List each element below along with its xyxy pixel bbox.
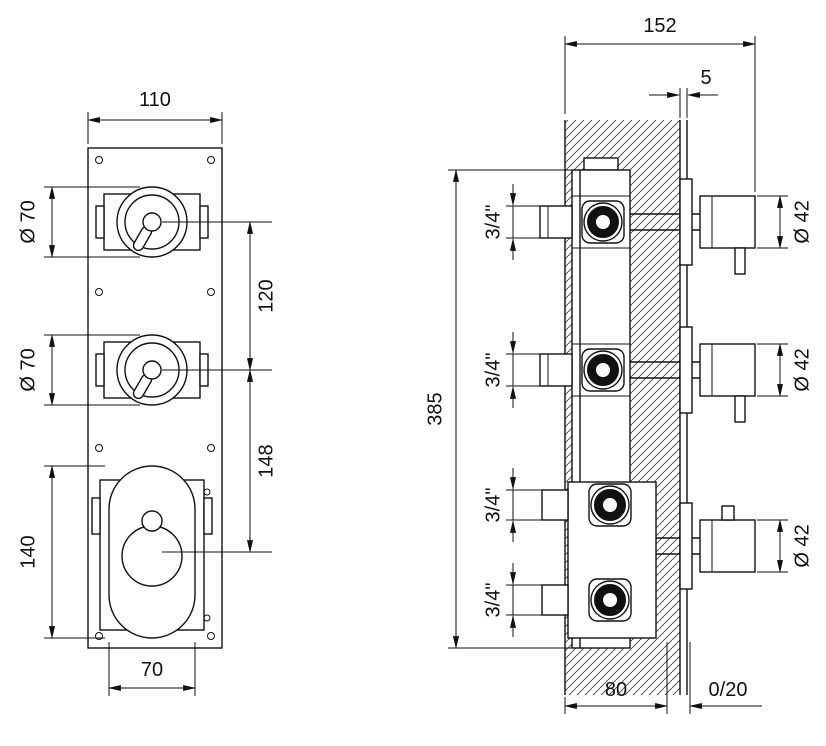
dim-label-5: 5 [700,67,711,89]
dim-label-148: 148 [255,444,277,477]
dim-label-thread-middle: 3/4" [482,353,504,388]
pipe-section [587,354,619,386]
dim-label-dia70-mid: Ø 70 [17,348,39,391]
dim-label-dia70-top: Ø 70 [17,200,39,243]
dim-label-140: 140 [17,535,39,568]
handle-lever [734,395,746,423]
dim-side-dia42-middle: Ø 42 [757,342,813,398]
handle [699,343,756,397]
dim-front-148: 148 [162,368,277,554]
dim-front-dia-top: Ø 70 [17,185,140,259]
dim-side-dia42-top: Ø 42 [757,194,813,250]
dim-label-thread-top: 3/4" [482,205,504,240]
dim-front-140: 140 [17,464,105,640]
dim-label-dia42-top: Ø 42 [791,200,813,243]
dim-label-120: 120 [255,279,277,312]
dim-side-385: 385 [424,168,572,650]
dim-side-thread-b2: 3/4" [482,563,542,637]
pipe-section [594,584,626,616]
side-view: 152 5 3/4" 3/4" [424,15,813,714]
dim-front-width: 110 [86,89,224,144]
dim-label-80: 80 [605,679,627,701]
dim-side-152: 152 [563,15,757,192]
pipe-section [587,206,619,238]
dim-label-thread-b1: 3/4" [482,488,504,523]
handle-lever [734,247,746,275]
dim-front-dia-middle: Ø 70 [17,333,140,407]
dim-label-110: 110 [139,89,171,111]
escutcheon [679,502,693,590]
handle [699,195,756,249]
dim-label-dia42-bottom: Ø 42 [791,524,813,567]
dim-label-385: 385 [424,392,446,425]
side-valve-middle [539,326,756,423]
dim-front-120: 120 [162,220,277,372]
front-view: 110 Ø 70 Ø 70 120 148 [17,89,277,696]
dim-side-0-20: 0/20 [688,642,762,714]
dim-label-70: 70 [141,659,163,681]
side-valve-bottom [541,481,756,639]
knob-button [141,510,163,532]
handle [699,519,756,573]
dim-side-thread-top: 3/4" [482,184,540,260]
dim-label-0-20: 0/20 [709,679,748,701]
dim-label-dia42-middle: Ø 42 [791,348,813,391]
front-knob-top [95,186,209,258]
front-escutcheon-bottom [91,465,213,639]
dim-side-80: 80 [563,642,669,714]
pipe-section [594,489,626,521]
dim-label-thread-b2: 3/4" [482,583,504,618]
dim-label-152: 152 [643,15,676,37]
escutcheon [679,326,693,414]
dim-side-5: 5 [649,67,718,118]
side-valve-top [539,178,756,275]
escutcheon [679,178,693,266]
dim-front-70: 70 [107,642,197,696]
dim-side-dia42-bottom: Ø 42 [757,518,813,574]
dim-side-thread-b1: 3/4" [482,468,542,542]
dim-side-thread-middle: 3/4" [482,332,540,408]
handle-button [721,505,735,521]
